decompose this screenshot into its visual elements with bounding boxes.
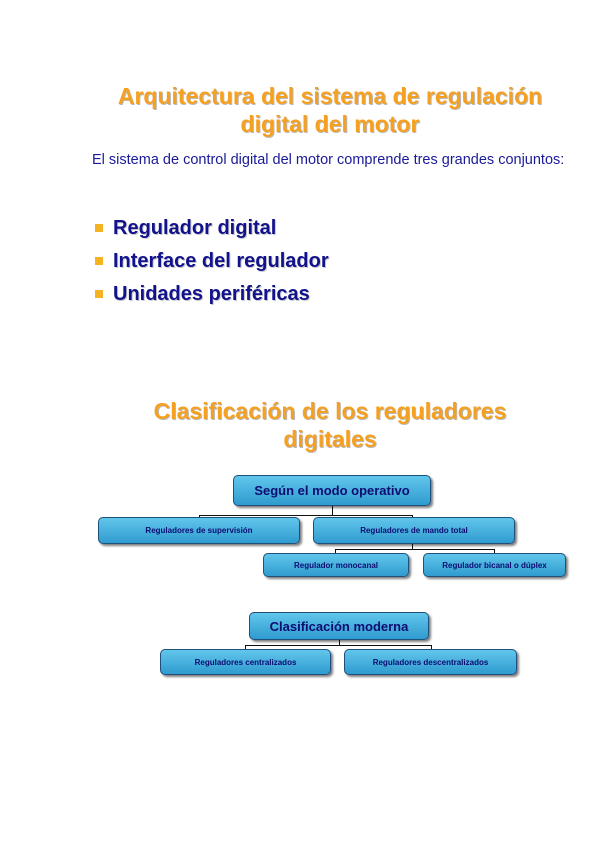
connector-line: [494, 549, 495, 553]
connector-line: [332, 506, 333, 515]
slide1-title-line1: Arquitectura del sistema de regulación: [117, 83, 543, 109]
slide1-bullet-list: Regulador digital Interface del regulado…: [95, 212, 329, 311]
connector-line: [339, 640, 340, 645]
node-regulador-bicanal: Regulador bicanal o dúplex: [423, 553, 566, 577]
connector-line: [412, 544, 413, 549]
bullet-square-icon: [95, 224, 103, 232]
bullet-label: Unidades periféricas: [113, 283, 310, 305]
node-reguladores-centralizados: Reguladores centralizados: [160, 649, 331, 675]
bullet-square-icon: [95, 257, 103, 265]
bullet-square-icon: [95, 290, 103, 298]
bullet-label: Regulador digital: [113, 217, 277, 239]
slide2-title-line2: digitales: [283, 426, 377, 452]
bullet-item: Interface del regulador: [95, 245, 329, 278]
connector-line: [199, 515, 200, 518]
connector-line: [199, 515, 412, 516]
connector-line: [245, 645, 431, 646]
node-reguladores-descentralizados: Reguladores descentralizados: [344, 649, 517, 675]
slide1-title-line2: digital del motor: [240, 111, 420, 137]
connector-line: [431, 645, 432, 650]
slide2-title-line1: Clasificación de los reguladores: [153, 398, 507, 424]
node-reguladores-mando-total: Reguladores de mando total: [313, 517, 515, 544]
connector-line: [412, 515, 413, 518]
connector-line: [335, 549, 494, 550]
bullet-item: Regulador digital: [95, 212, 329, 245]
node-regulador-monocanal: Regulador monocanal: [263, 553, 409, 577]
node-clasificacion-moderna: Clasificación moderna: [249, 612, 429, 640]
node-reguladores-supervision: Reguladores de supervisión: [98, 517, 300, 544]
bullet-label: Interface del regulador: [113, 250, 329, 272]
connector-line: [335, 549, 336, 553]
connector-line: [245, 645, 246, 650]
node-segun-modo-operativo: Según el modo operativo: [233, 475, 431, 506]
slide1-intro-text: El sistema de control digital del motor …: [92, 152, 565, 168]
bullet-item: Unidades periféricas: [95, 278, 329, 311]
